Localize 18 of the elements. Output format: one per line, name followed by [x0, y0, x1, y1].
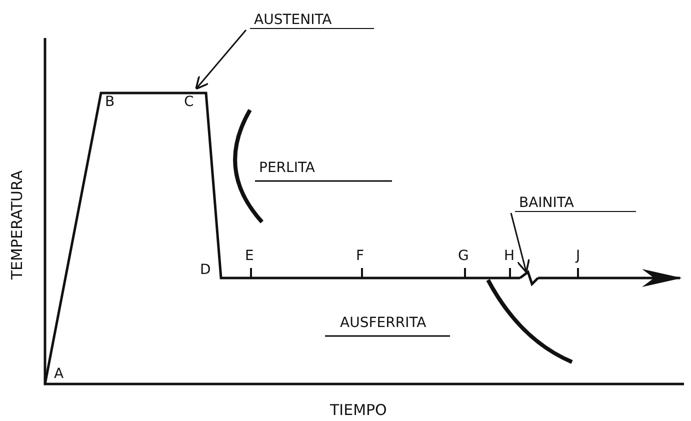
phase-label: BAINITA: [515, 195, 636, 212]
phase-label: PERLITA: [259, 160, 315, 176]
leader-arrow: [195, 30, 247, 90]
point-label: H: [504, 248, 515, 264]
axis-title: TEMPERATURA: [9, 170, 25, 280]
axis-title: TIEMPO: [330, 402, 387, 418]
phase-label: AUSTENITA: [250, 12, 374, 29]
point-label: C: [184, 94, 194, 110]
point-label: B: [105, 94, 115, 110]
point-label: E: [245, 248, 254, 264]
point-label: J: [576, 248, 580, 264]
point-label: G: [458, 248, 469, 264]
point-label: A: [54, 366, 64, 382]
leader-arrow: [510, 212, 530, 274]
phase-label: AUSFERRITA: [340, 315, 426, 331]
break-mark: [519, 270, 539, 286]
point-label: F: [356, 248, 364, 264]
point-label: D: [200, 262, 211, 278]
